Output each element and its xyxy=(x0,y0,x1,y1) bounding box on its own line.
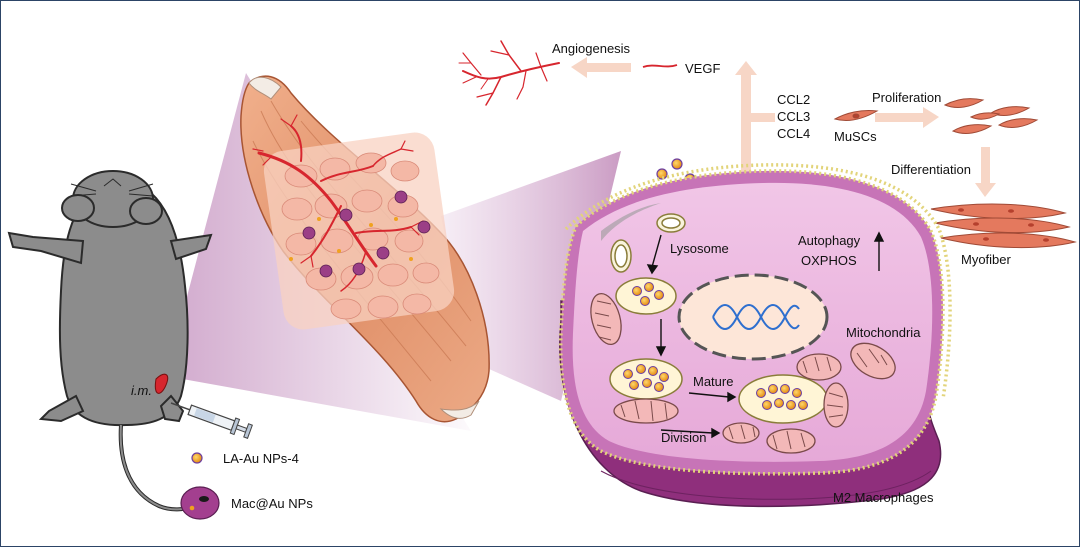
macrophage-legend-icon xyxy=(180,486,220,520)
label-differentiation: Differentiation xyxy=(891,162,971,177)
label-mitochondria: Mitochondria xyxy=(846,325,921,340)
mitochondria-cristae xyxy=(594,300,888,450)
label-proliferation: Proliferation xyxy=(872,90,942,105)
nanoparticle-legend-icon xyxy=(191,452,203,464)
macrophage-in-tissue xyxy=(302,190,431,278)
label-angiogenesis: Angiogenesis xyxy=(552,41,631,56)
mouse-icon xyxy=(7,170,213,512)
angiogenesis-vessel-icon xyxy=(458,40,560,106)
label-myofiber: Myofiber xyxy=(961,252,1011,267)
label-ccl2: CCL2 xyxy=(777,92,811,107)
label-vegf: VEGF xyxy=(685,61,721,76)
label-mac-au-nps: Mac@Au NPs xyxy=(231,496,313,511)
dna-helix-icon xyxy=(712,304,800,330)
proliferating-cells-icon xyxy=(943,98,1039,134)
myofiber-icon xyxy=(930,203,1077,249)
vegf-vessel-fragment xyxy=(642,64,678,68)
label-ccl4: CCL4 xyxy=(777,126,811,141)
nucleus-icon xyxy=(677,273,829,361)
label-autophagy: Autophagy xyxy=(798,233,861,248)
label-lysosome: Lysosome xyxy=(670,241,729,256)
label-la-au-nps: LA-Au NPs-4 xyxy=(223,451,299,466)
label-muscs: MuSCs xyxy=(834,129,877,144)
label-intramuscular: i.m. xyxy=(131,383,152,398)
lysosome-nanoparticles xyxy=(623,282,808,410)
muscle-bundle-icon xyxy=(240,75,490,423)
label-mature: Mature xyxy=(693,374,734,389)
label-m2-macrophages: M2 Macrophages xyxy=(833,490,934,505)
syringe-icon xyxy=(170,402,253,439)
process-arrows xyxy=(646,231,885,439)
lysosome-icons xyxy=(609,213,828,424)
injection-site-mark xyxy=(154,373,169,394)
label-ccl3: CCL3 xyxy=(777,109,811,124)
label-division: Division xyxy=(661,430,707,445)
satellite-cell-icon xyxy=(833,110,879,122)
mouse-face-details xyxy=(70,178,154,197)
blood-vessel-icon xyxy=(252,114,424,292)
mitochondrion-icons xyxy=(590,292,896,454)
label-oxphos: OXPHOS xyxy=(801,253,857,268)
